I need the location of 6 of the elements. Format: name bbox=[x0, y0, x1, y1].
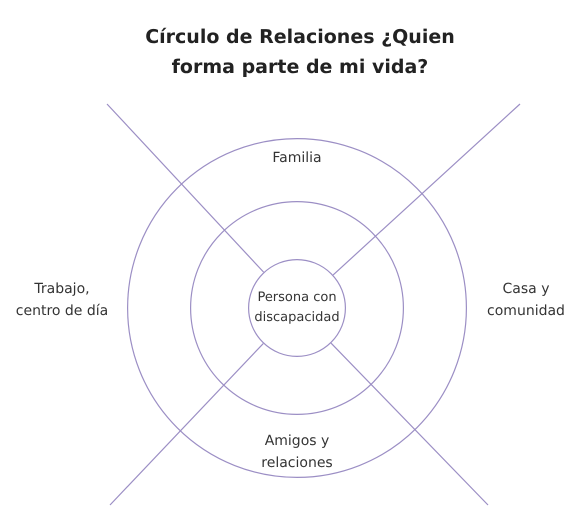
sector-label: Amigos y relaciones bbox=[260, 432, 334, 473]
sector-label: Casa y comunidad bbox=[486, 280, 566, 321]
sector-label: Trabajo, centro de día bbox=[14, 280, 110, 321]
sector-label: Familia bbox=[272, 149, 322, 168]
title: Círculo de Relaciones ¿Quien forma parte de mi vida? bbox=[144, 25, 456, 80]
circle-label: Persona con discapacidad bbox=[253, 289, 341, 327]
